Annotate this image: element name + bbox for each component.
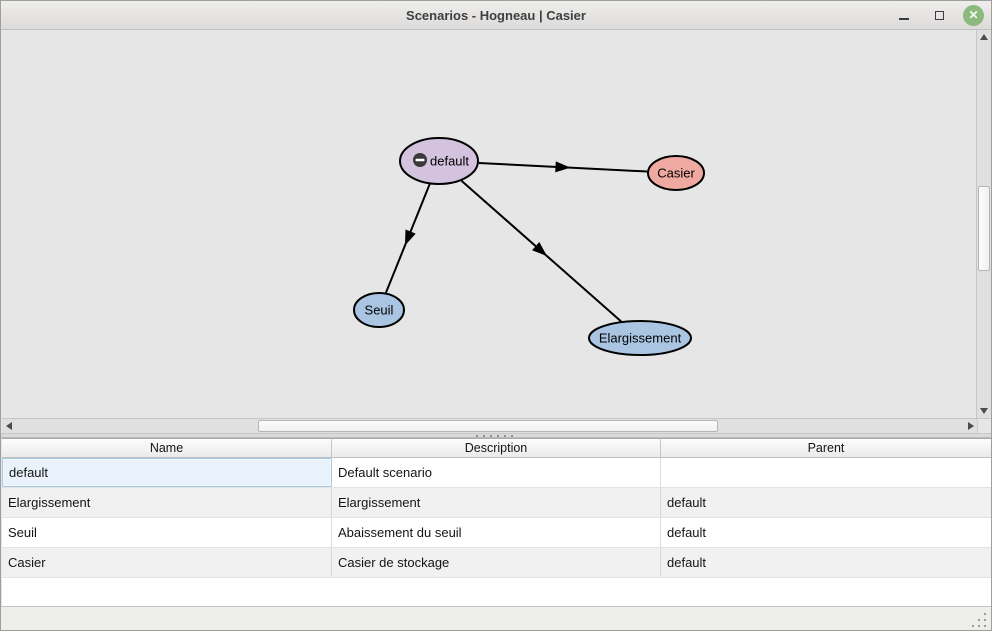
scenarios-table: Name Description Parent default Default …: [2, 438, 991, 606]
cell-parent[interactable]: default: [667, 525, 707, 540]
graph-node-label: default: [430, 154, 469, 169]
cell-parent[interactable]: default: [667, 495, 707, 510]
pane-splitter[interactable]: [1, 433, 991, 438]
graph-edge-default-Elargissement: [460, 180, 622, 323]
graph-node-label: Elargissement: [599, 331, 682, 346]
table-row[interactable]: Seuil Abaissement du seuil default: [2, 518, 991, 548]
graph-node-default[interactable]: default: [399, 137, 479, 185]
cell-parent[interactable]: [661, 458, 991, 487]
graph-node-Seuil[interactable]: Seuil: [353, 292, 405, 328]
close-button[interactable]: ✕: [963, 4, 984, 26]
splitter-grip-icon: [497, 435, 499, 437]
graph-node-label: Seuil: [365, 303, 394, 318]
minimize-button[interactable]: [893, 4, 915, 26]
cell-description[interactable]: Casier de stockage: [332, 548, 661, 577]
cell-name-seuil[interactable]: Seuil: [2, 518, 332, 547]
maximize-button[interactable]: [928, 4, 950, 26]
minus-circle-icon: [413, 153, 427, 167]
arrow-left-icon: [5, 422, 12, 430]
graph-node-Casier[interactable]: Casier: [647, 155, 705, 191]
cell-parent[interactable]: default: [667, 555, 707, 570]
titlebar: Scenarios - Hogneau | Casier ✕: [1, 1, 991, 30]
window-controls: ✕: [893, 1, 984, 29]
status-bar: [1, 606, 991, 630]
scroll-up-button[interactable]: [977, 30, 991, 44]
column-header-name[interactable]: Name: [2, 439, 332, 457]
cell-description[interactable]: Default scenario: [332, 458, 661, 487]
vertical-scrollbar[interactable]: [976, 30, 991, 418]
scrollbar-corner: [977, 419, 991, 433]
vertical-scroll-thumb[interactable]: [978, 186, 990, 271]
scroll-right-button[interactable]: [964, 419, 977, 433]
window-title: Scenarios - Hogneau | Casier: [406, 7, 586, 23]
cell-name-elargissement[interactable]: Elargissement: [2, 488, 332, 517]
close-icon: ✕: [968, 8, 979, 22]
graph-edge-default-Seuil: [385, 183, 431, 294]
resize-grip-icon[interactable]: [984, 625, 986, 627]
cell-name-default[interactable]: default: [2, 458, 332, 487]
table-row[interactable]: default Default scenario: [2, 458, 991, 488]
column-header-description[interactable]: Description: [332, 439, 661, 457]
graph-node-label: Casier: [657, 166, 695, 181]
cell-description[interactable]: Elargissement: [332, 488, 661, 517]
table-header: Name Description Parent: [2, 439, 991, 458]
column-header-parent[interactable]: Parent: [807, 441, 845, 455]
horizontal-scrollbar[interactable]: [2, 418, 991, 433]
scroll-left-button[interactable]: [2, 419, 15, 433]
graph-node-Elargissement[interactable]: Elargissement: [588, 320, 692, 356]
minimize-icon: [899, 18, 909, 20]
cell-name-casier[interactable]: Casier: [2, 548, 332, 577]
cell-description[interactable]: Abaissement du seuil: [332, 518, 661, 547]
table-row[interactable]: Casier Casier de stockage default: [2, 548, 991, 578]
arrow-right-icon: [967, 422, 974, 430]
table-row[interactable]: Elargissement Elargissement default: [2, 488, 991, 518]
graph-edge-default-Casier: [478, 161, 648, 173]
horizontal-scroll-thumb[interactable]: [258, 420, 718, 432]
maximize-icon: [934, 10, 944, 20]
arrow-up-icon: [980, 34, 988, 40]
arrow-down-icon: [980, 408, 988, 414]
scroll-down-button[interactable]: [977, 404, 991, 418]
